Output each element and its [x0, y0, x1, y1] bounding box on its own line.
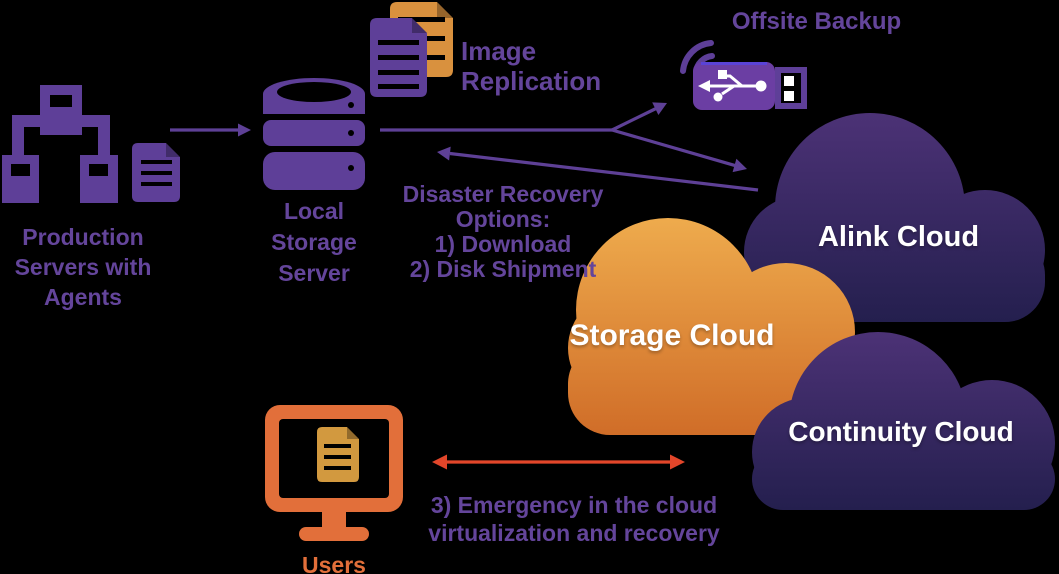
label-line: Disaster Recovery [402, 181, 604, 207]
label-line: Options: [455, 206, 551, 232]
label-line: Production [22, 224, 144, 250]
label-line: Image [461, 36, 537, 66]
arrow-storage-to-offsite-and-cloud [380, 102, 747, 173]
alink-cloud-label: Alink Cloud [817, 221, 980, 253]
label-line: 3) Emergency in the cloud [430, 492, 718, 518]
label-line: Servers with [14, 254, 152, 280]
wireless-usb-drive-icon [680, 40, 807, 110]
offsite-backup-label: Offsite Backup [731, 8, 902, 35]
storage-cloud-label: Storage Cloud [569, 319, 775, 352]
label-line: 1) Download [434, 231, 572, 257]
monitor-with-document-icon [265, 405, 403, 541]
label-line: Local [283, 198, 345, 224]
continuity-cloud-label: Continuity Cloud [788, 416, 1014, 447]
database-stack-icon [263, 78, 365, 190]
screen-document-icon [317, 427, 359, 482]
emergency-recovery-label: 3) Emergency in the cloud virtualization… [408, 491, 740, 547]
local-storage-server-label: Local Storage Server [234, 196, 394, 289]
arrow-cloud-to-storage-return [437, 146, 759, 192]
label-line: 2) Disk Shipment [409, 256, 597, 282]
label-line: Agents [44, 284, 122, 310]
label-line: Storage [271, 229, 357, 255]
users-label: Users [302, 552, 366, 574]
arrow-production-to-storage-server [170, 123, 251, 137]
arrow-users-to-continuity [432, 454, 685, 470]
label-line: Server [278, 260, 350, 286]
document-icon [132, 143, 180, 202]
front-document-icon [370, 18, 427, 97]
production-servers-icon [2, 85, 118, 203]
usb-symbol-icon [698, 70, 767, 102]
production-servers-label: Production Servers with Agents [0, 222, 166, 312]
image-replication-label: Image Replication [461, 36, 681, 96]
disaster-recovery-options-label: Disaster Recovery Options: 1) Download 2… [373, 182, 633, 282]
stacked-documents-icon [370, 2, 453, 97]
cloud-continuity [752, 332, 1055, 510]
label-line: virtualization and recovery [428, 520, 720, 546]
label-line: Replication [461, 66, 602, 96]
